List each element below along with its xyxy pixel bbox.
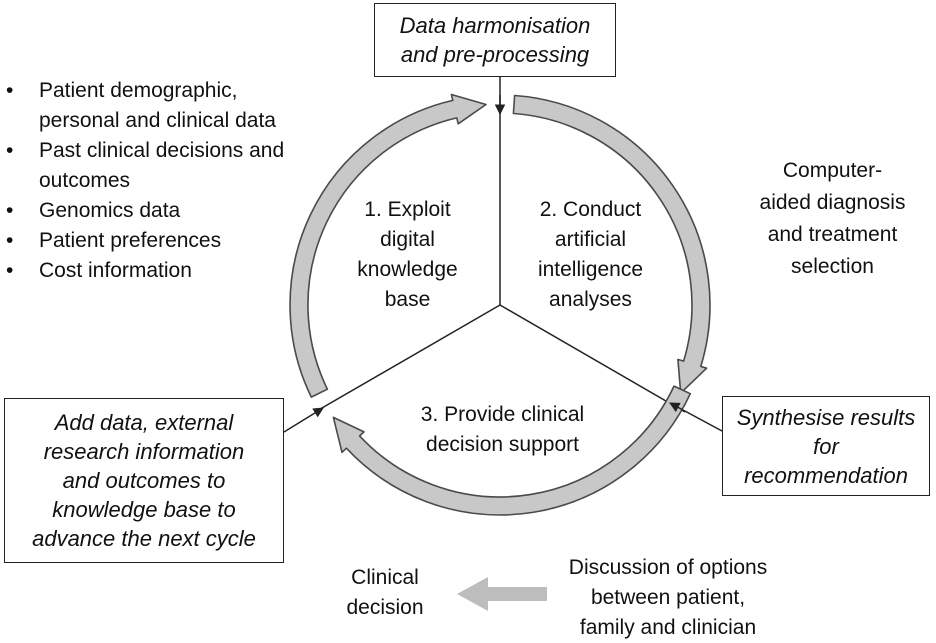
synthesise-results-box: Synthesise results for recommendation [722,396,930,496]
divider-lower-left [314,304,501,413]
step-2-label: 2. Conduct artificial intelligence analy… [537,198,644,311]
inputs-list-item: Patient demographic, personal and clinic… [6,76,336,136]
cycle-arrow-right [512,94,711,394]
inputs-list: Patient demographic, personal and clinic… [6,76,336,286]
top-box-data-harmonisation: Data harmonisation and pre-processing [374,3,616,77]
divider-lower-right [499,304,686,413]
inputs-list-item: Genomics data [6,196,336,226]
connector-add-data-box [283,407,324,433]
inputs-list-item: Past clinical decisions and outcomes [6,136,336,196]
add-data-box: Add data, external research information … [4,398,284,563]
top-box-line-2: and pre-processing [400,42,590,67]
connector-synthesise-box [669,402,723,432]
computer-aided-label: Computer- aided diagnosis and treatment … [759,159,906,278]
decision-arrow [457,577,547,611]
clinical-decision-label: Clinical decision [346,566,424,619]
step-3-label: 3. Provide clinical decision support [420,403,585,456]
inputs-list-item: Patient preferences [6,226,336,256]
inputs-list-item: Cost information [6,256,336,286]
discussion-label: Discussion of options between patient, f… [568,556,768,639]
top-box-line-1: Data harmonisation [399,13,591,38]
step-1-label: 1. Exploit digital knowledge base [357,198,458,311]
cycle-arrow-bottom [332,385,692,516]
